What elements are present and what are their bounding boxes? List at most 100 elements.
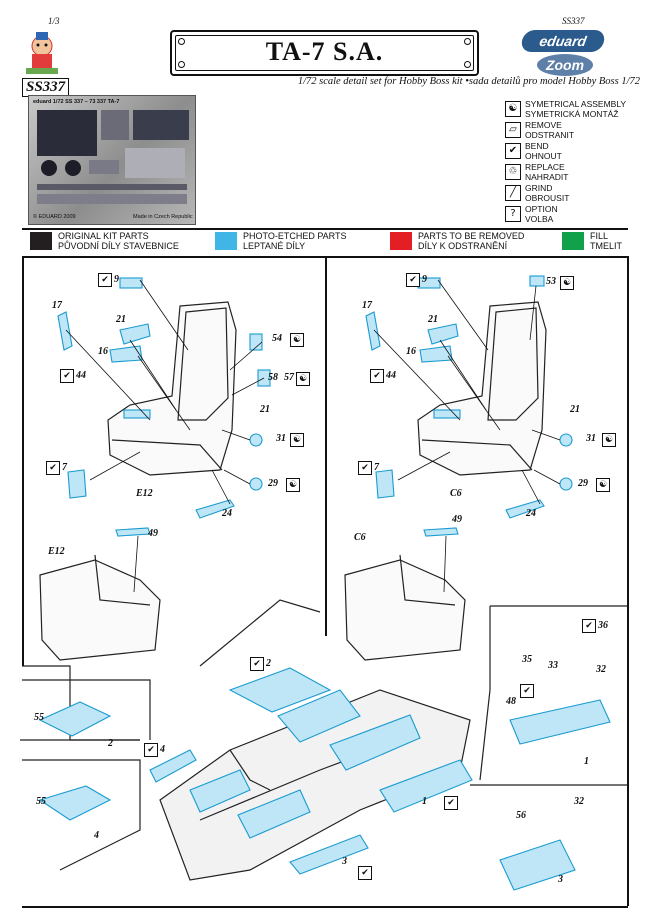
part-number: 44 [386,370,396,381]
symmetry-icon: ☯ [286,478,300,492]
bend-checkbox-icon: ✔ [370,369,384,383]
symmetry-icon: ☯ [296,372,310,386]
part-number: 9 [422,274,427,285]
part-number: 56 [516,810,526,821]
part-number: 17 [362,300,372,311]
eduard-mascot-logo [22,28,62,76]
bend-icon: ✔ [505,143,521,159]
remove-icon: ▱ [505,122,521,138]
part-number: 58 [268,372,278,383]
bend-checkbox-icon: ✔ [98,273,112,287]
color-swatch [562,232,584,250]
part-number: 53 [546,276,556,287]
part-number: 4 [94,830,99,841]
panel-frame [325,256,327,636]
bend-checkbox-icon: ✔ [144,743,158,757]
divider [22,228,628,230]
part-number: 36 [598,620,608,631]
part-number: 24 [222,508,232,519]
part-number: 31 [276,433,286,444]
kit-part-label: E12 [48,546,65,557]
fret-made-in: Made in Czech Republic [133,214,193,220]
part-number: 1 [422,796,427,807]
option-icon: ? [505,206,521,222]
symmetry-icon: ☯ [290,333,304,347]
part-number: 29 [578,478,588,489]
part-number: 21 [428,314,438,325]
zoom-logo: Zoom [535,52,595,78]
set-code-top: SS337 [562,16,585,26]
symmetry-icon: ☯ [602,433,616,447]
part-number: 21 [260,404,270,415]
part-number: 35 [522,654,532,665]
kit-part-label: E12 [136,488,153,499]
part-number: 21 [570,404,580,415]
part-number: 32 [574,796,584,807]
part-number: 9 [114,274,119,285]
part-number: 3 [342,856,347,867]
bend-checkbox-icon: ✔ [46,461,60,475]
subtitle: 1/72 scale detail set for Hobby Boss kit… [297,76,640,87]
photo-etch-fret-image: eduard 1/72 SS 337 – 73 337 TA-7 © EDUAR… [28,95,196,225]
symmetry-icon: ☯ [505,101,521,117]
title-plate: TA-7 S.A. [170,30,479,76]
part-number: 16 [98,346,108,357]
part-number: 55 [34,712,44,723]
panel-frame [22,906,628,908]
part-number: 16 [406,346,416,357]
symmetry-icon: ☯ [560,276,574,290]
part-number: 7 [62,462,67,473]
bend-checkbox-icon: ✔ [520,684,534,698]
color-swatch [215,232,237,250]
page-title: TA-7 S.A. [265,37,384,66]
part-number: 21 [116,314,126,325]
bend-checkbox-icon: ✔ [358,866,372,880]
zoom-text: Zoom [545,57,584,73]
replace-icon: ♲ [505,164,521,180]
bend-checkbox-icon: ✔ [444,796,458,810]
part-number: 31 [586,433,596,444]
part-number: 54 [272,333,282,344]
bend-checkbox-icon: ✔ [250,657,264,671]
panel-frame [22,256,24,666]
part-number: 2 [108,738,113,749]
part-number: 33 [548,660,558,671]
part-number: 49 [452,514,462,525]
bend-checkbox-icon: ✔ [60,369,74,383]
part-number: 57 [284,372,294,383]
panel-frame [627,256,629,906]
part-number: 4 [160,744,165,755]
part-number: 49 [148,528,158,539]
color-swatch [390,232,412,250]
fret-copyright: © EDUARD 2009 [33,214,76,220]
grind-icon: ╱ [505,185,521,201]
bend-checkbox-icon: ✔ [406,273,420,287]
part-number: 3 [558,874,563,885]
part-number: 17 [52,300,62,311]
kit-part-label: C6 [354,532,366,543]
part-number: 32 [596,664,606,675]
symmetry-icon: ☯ [596,478,610,492]
part-number: 55 [36,796,46,807]
fret-label: eduard 1/72 SS 337 – 73 337 TA-7 [33,99,120,105]
part-number: 44 [76,370,86,381]
bend-checkbox-icon: ✔ [358,461,372,475]
color-swatch [30,232,52,250]
part-number: 29 [268,478,278,489]
part-number: 24 [526,508,536,519]
